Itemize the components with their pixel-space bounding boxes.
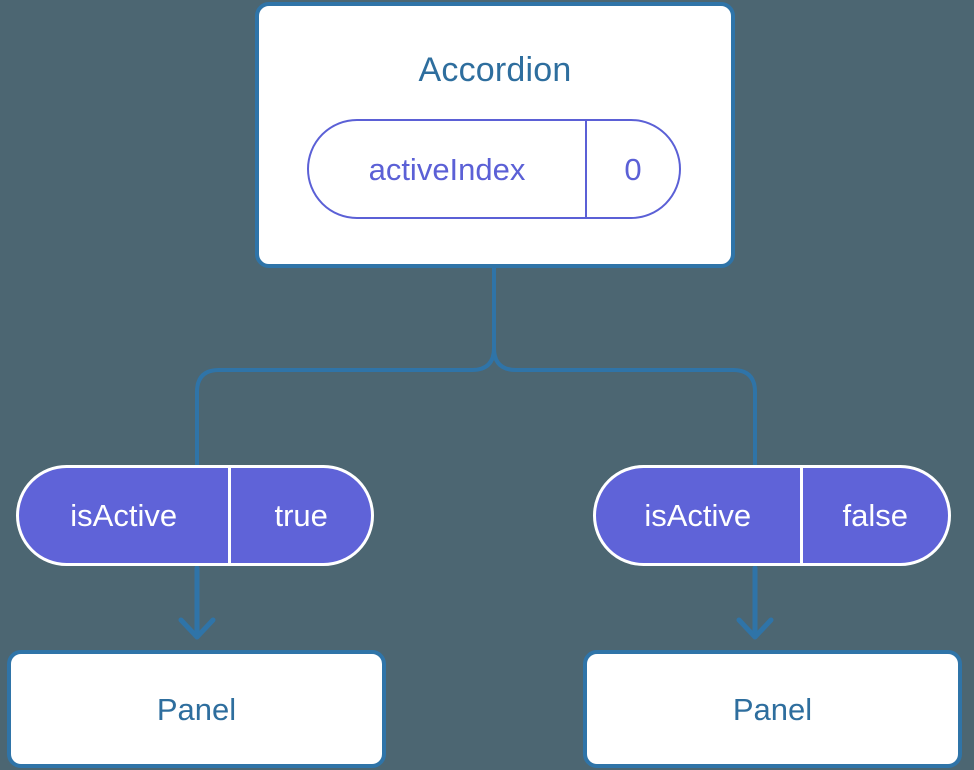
prop-pill-is-active-true[interactable]: isActive true	[16, 465, 374, 566]
panel-title: Panel	[156, 691, 237, 727]
prop-pill-value: false	[842, 498, 908, 533]
connector-root-to-left-branch	[195, 266, 496, 467]
state-pill-key: activeIndex	[309, 121, 587, 217]
panel-node-right[interactable]: Panel	[583, 650, 962, 768]
prop-pill-value: true	[274, 498, 328, 533]
state-pill-value: 0	[624, 151, 642, 187]
panel-node-left[interactable]: Panel	[7, 650, 386, 768]
state-pill-active-index[interactable]: activeIndex 0	[307, 119, 681, 219]
connector-root-to-right-branch	[492, 266, 757, 467]
panel-title: Panel	[732, 691, 813, 727]
prop-pill-is-active-false[interactable]: isActive false	[593, 465, 951, 566]
arrow-left-pill-to-panel	[178, 565, 216, 640]
prop-pill-key: isActive	[19, 468, 232, 563]
arrow-right-pill-to-panel	[736, 565, 774, 640]
accordion-title: Accordion	[418, 51, 572, 89]
prop-pill-key: isActive	[596, 468, 803, 563]
